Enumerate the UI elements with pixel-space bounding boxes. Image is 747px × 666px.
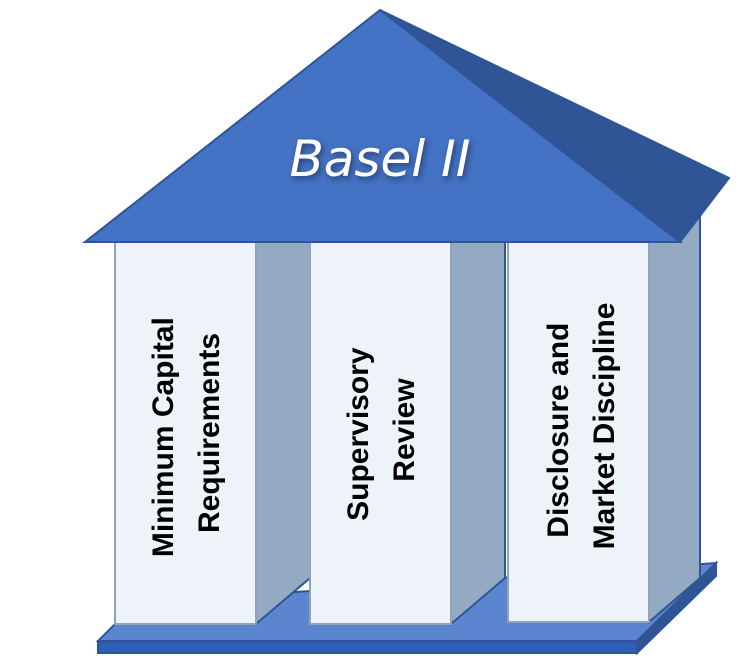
diagram-title: Basel II: [289, 130, 470, 188]
pillar-1-line-1: Minimum Capital: [147, 317, 180, 557]
pillar-1-label: Minimum Capital Requirements: [147, 309, 226, 557]
pillar-3-line-2: Market Discipline: [588, 303, 621, 550]
pillar-3-face: [507, 241, 650, 623]
pillar-2-line-2: Review: [388, 378, 421, 482]
pillar-1-side: [255, 241, 311, 627]
pillar-1-face: [114, 241, 257, 625]
pillar-2: Supervisory Review: [309, 241, 506, 627]
pillar-3: Disclosure and Market Discipline: [507, 213, 701, 625]
pillar-3-label: Disclosure and Market Discipline: [542, 303, 621, 550]
pillar-3-side: [648, 213, 701, 625]
pillar-1-line-2: Requirements: [193, 333, 226, 533]
pillar-2-face: [309, 241, 452, 625]
pillar-2-side: [450, 241, 506, 627]
pillar-1: Minimum Capital Requirements: [114, 241, 311, 627]
pillar-3-line-1: Disclosure and: [542, 323, 575, 538]
pillar-2-line-1: Supervisory: [342, 347, 375, 521]
roof-front: [82, 8, 683, 243]
pillar-2-label: Supervisory Review: [342, 339, 421, 521]
roof: Basel II: [82, 8, 731, 244]
foundation-front: [97, 640, 638, 654]
